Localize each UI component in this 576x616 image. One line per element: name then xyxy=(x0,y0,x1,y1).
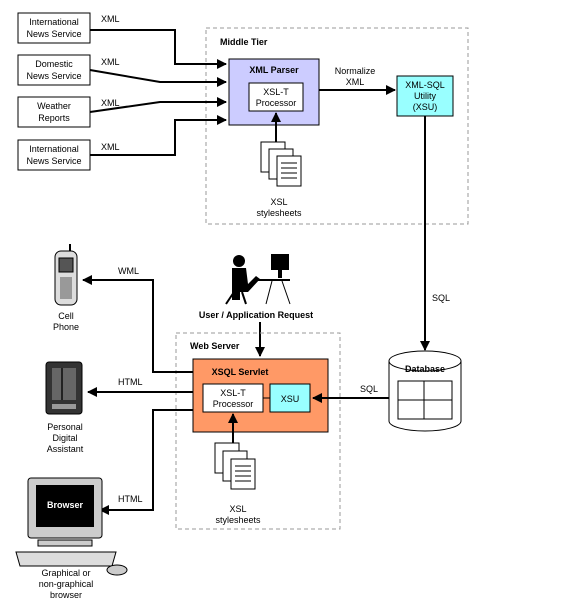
source-2-line1: Domestic xyxy=(35,59,73,69)
source-4-line2: News Service xyxy=(26,156,81,166)
web-stylesheets-icon xyxy=(214,442,256,490)
sql-label-vertical: SQL xyxy=(432,293,450,303)
source-3: Weather Reports xyxy=(17,96,91,128)
middle-xslt-box xyxy=(248,82,304,112)
web-xsu-label: XSU xyxy=(281,394,300,404)
user-at-computer-icon xyxy=(225,254,291,305)
source-2-line2: News Service xyxy=(26,71,81,81)
browser-screen-label: Browser xyxy=(47,500,84,510)
source-1: International News Service xyxy=(17,12,91,44)
database-title: Database xyxy=(405,364,445,374)
html-label-pda: HTML xyxy=(118,377,143,387)
middle-xsl-line2: stylesheets xyxy=(256,208,302,218)
web-server-title: Web Server xyxy=(190,341,240,351)
phone-line2: Phone xyxy=(53,322,79,332)
xsql-servlet-title: XSQL Servlet xyxy=(212,367,269,377)
source-3-line2: Reports xyxy=(38,113,70,123)
web-xslt-line2: Processor xyxy=(213,399,254,409)
xml-arrows xyxy=(89,29,227,156)
web-xsl-line1: XSL xyxy=(229,504,246,514)
pda-icon xyxy=(45,361,83,415)
user-request-label: User / Application Request xyxy=(199,310,313,320)
pda-line3: Assistant xyxy=(47,444,84,454)
browser-line1: Graphical or xyxy=(41,568,90,578)
browser-line3: browser xyxy=(50,590,82,600)
cell-phone-icon xyxy=(54,244,78,306)
source-4: International News Service xyxy=(17,139,91,171)
phone-line1: Cell xyxy=(58,311,74,321)
source-3-line1: Weather xyxy=(37,101,71,111)
middle-xslt-line1: XSL-T xyxy=(263,87,289,97)
middle-xslt-line2: Processor xyxy=(256,98,297,108)
web-xslt-line1: XSL-T xyxy=(220,388,246,398)
xml-parser-title: XML Parser xyxy=(249,65,299,75)
source-2: Domestic News Service xyxy=(17,54,91,86)
html-label-browser: HTML xyxy=(118,494,143,504)
normalize-line2: XML xyxy=(346,77,365,87)
web-xsl-line2: stylesheets xyxy=(215,515,261,525)
xml-sql-utility-box xyxy=(396,75,454,117)
db-sql-label: SQL xyxy=(360,384,378,394)
browser-computer-icon xyxy=(15,477,128,576)
middle-tier-title: Middle Tier xyxy=(220,37,268,47)
xml-label-3: XML xyxy=(101,98,120,108)
pda-line1: Personal xyxy=(47,422,83,432)
web-xsu-box xyxy=(269,383,311,413)
xml-label-4: XML xyxy=(101,142,120,152)
xsu-line2: Utility xyxy=(414,91,436,101)
normalize-line1: Normalize xyxy=(335,66,376,76)
pda-line2: Digital xyxy=(52,433,77,443)
xml-label-2: XML xyxy=(101,57,120,67)
source-1-line2: News Service xyxy=(26,29,81,39)
xsu-line3: (XSU) xyxy=(413,102,438,112)
middle-tier-box xyxy=(205,27,469,225)
source-1-line1: International xyxy=(29,17,79,27)
xsu-line1: XML-SQL xyxy=(405,80,445,90)
browser-line2: non-graphical xyxy=(39,579,94,589)
web-server-box xyxy=(175,332,341,530)
middle-stylesheets-icon xyxy=(260,141,302,187)
middle-xsl-line1: XSL xyxy=(270,197,287,207)
wml-label: WML xyxy=(118,266,139,276)
source-4-line1: International xyxy=(29,144,79,154)
xml-label-1: XML xyxy=(101,14,120,24)
database-cylinder xyxy=(388,350,462,432)
output-arrows xyxy=(82,275,193,515)
web-xslt-box xyxy=(202,383,264,413)
